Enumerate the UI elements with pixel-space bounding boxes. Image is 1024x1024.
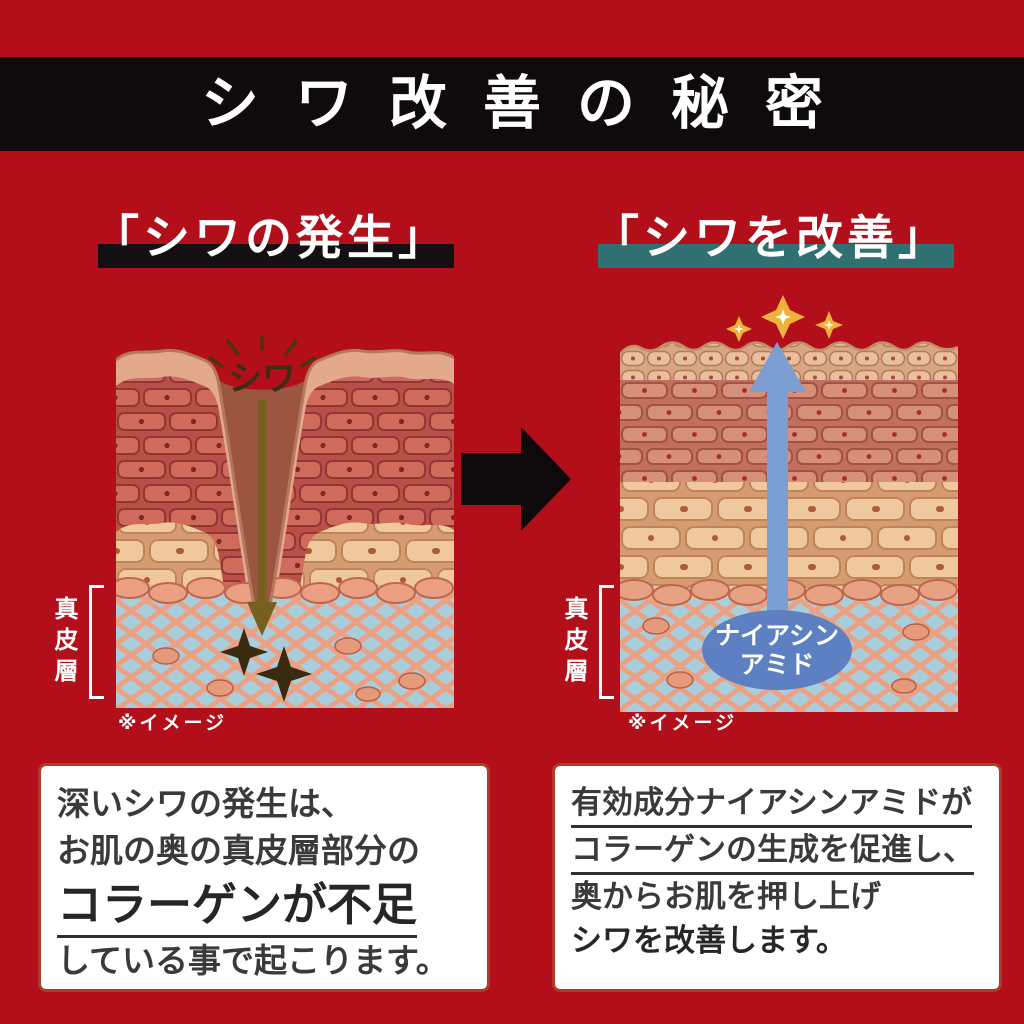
description-line: 奥からお肌を押し上げ [571, 878, 881, 914]
niacinamide-badge-label-line2: アミド [740, 651, 815, 679]
collagen-break-star-icons [220, 628, 312, 702]
improved-skin-illustration: ナイアシン アミド [620, 295, 958, 712]
bracket-icon [89, 585, 104, 699]
up-arrow-icon [749, 342, 806, 652]
description-line-emphasis: コラーゲンが不足 [57, 875, 471, 938]
page-title: シワ改善の秘密 [200, 71, 859, 136]
underlined-text: コラーゲンの生成を促進し、 [571, 831, 974, 875]
right-heading-text: 「シワを改善」 [592, 211, 949, 264]
underlined-text: 有効成分ナイアシンアミドが [571, 784, 973, 828]
niacinamide-badge-label-line1: ナイアシン [715, 622, 839, 650]
skin-surface-line [620, 341, 958, 355]
description-line: 有効成分ナイアシンアミドが [571, 781, 983, 828]
right-arrow-icon [461, 427, 571, 531]
transform-arrow [461, 427, 571, 531]
left-heading-underline-bar [98, 244, 454, 268]
dermis-cells [642, 617, 930, 694]
right-section-heading: 「シワを改善」 [592, 199, 972, 279]
right-description-box: 有効成分ナイアシンアミドが コラーゲンの生成を促進し、 奥からお肌を押し上げ シ… [552, 763, 1002, 992]
left-section-heading: 「シワの発生」 [92, 199, 472, 279]
sparkle-icons [726, 295, 843, 342]
dermis-label-text: 真皮層 [50, 595, 77, 689]
dermis-cells [152, 637, 426, 702]
right-figure-caption: ※イメージ [628, 713, 738, 734]
down-arrow-icon [247, 400, 277, 636]
description-line-emphasis: シワを改善します。 [571, 923, 847, 959]
dermis-label-text: 真皮層 [560, 595, 587, 689]
wrinkled-skin-illustration: シワ [116, 336, 454, 708]
left-dermis-label: 真皮層 [46, 584, 104, 700]
underlined-text: コラーゲンが不足 [57, 877, 418, 938]
left-figure-caption: ※イメージ [118, 713, 228, 734]
right-dermis-label: 真皮層 [556, 584, 614, 700]
header-band: シワ改善の秘密 [0, 57, 1024, 151]
dermis-layer [116, 584, 454, 708]
description-line: コラーゲンの生成を促進し、 [571, 828, 983, 875]
left-description-box: 深いシワの発生は、 お肌の奥の真皮層部分の コラーゲンが不足 している事で起こり… [38, 763, 490, 992]
description-line: 深いシワの発生は、 [57, 785, 354, 822]
bracket-icon [599, 585, 614, 699]
stress-burst-icon [208, 336, 316, 368]
left-heading-text: 「シワの発生」 [92, 211, 449, 264]
description-line: お肌の奥の真皮層部分の [57, 831, 420, 869]
description-line: している事で起こります。 [57, 941, 449, 979]
niacinamide-badge [702, 610, 852, 690]
right-heading-underline-bar [598, 244, 954, 268]
wrinkle-label: シワ [228, 360, 296, 398]
